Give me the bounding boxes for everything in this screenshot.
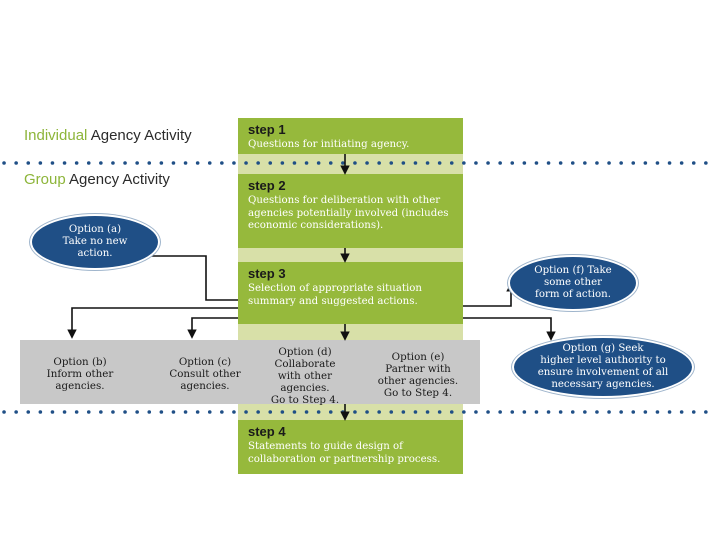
step-1-text: Questions for initiating agency. [248, 139, 410, 150]
step-3-box: step 3 Selection of appropriate situatio… [238, 262, 463, 324]
arrow-to-option-c [187, 317, 238, 339]
group-rest: Agency Activity [65, 171, 170, 188]
step-1-title: step 1 [248, 122, 286, 137]
step-4-box: step 4 Statements to guide design of col… [238, 420, 463, 474]
step-2-text: Questions for deliberation with other ag… [248, 195, 449, 231]
option-c-text: Option (c) Consult other agencies. [169, 356, 241, 392]
options-band [20, 340, 480, 404]
option-a-oval: Option (a) Take no new action. [30, 214, 160, 270]
step-2-title: step 2 [248, 178, 286, 193]
step-3-title: step 3 [248, 266, 286, 281]
arrow-to-option-b [67, 307, 238, 339]
step-4-text: Statements to guide design of collaborat… [248, 441, 441, 465]
step-3-text: Selection of appropriate situation summa… [248, 283, 422, 307]
step-4-title: step 4 [248, 424, 286, 439]
individual-lane-label: Individual Agency Activity [24, 127, 192, 144]
arrow-to-option-a [136, 251, 238, 301]
individual-rest: Agency Activity [87, 127, 192, 144]
option-b-text: Option (b) Inform other agencies. [46, 356, 114, 392]
step-2-box: step 2 Questions for deliberation with o… [238, 174, 463, 248]
group-highlight: Group [24, 171, 66, 188]
arrow-to-option-f [463, 282, 516, 307]
arrow-to-option-g [463, 317, 556, 341]
step-1-box: step 1 Questions for initiating agency. [238, 118, 463, 154]
group-lane-label: Group Agency Activity [24, 171, 170, 188]
option-d-text: Option (d) Collaborate with other agenci… [270, 346, 340, 406]
option-f-oval: Option (f) Take some other form of actio… [508, 255, 638, 311]
option-g-oval: Option (g) Seek higher level authority t… [512, 336, 694, 398]
individual-highlight: Individual [24, 127, 88, 144]
option-e-text: Option (e) Partner with other agencies. … [377, 351, 459, 399]
